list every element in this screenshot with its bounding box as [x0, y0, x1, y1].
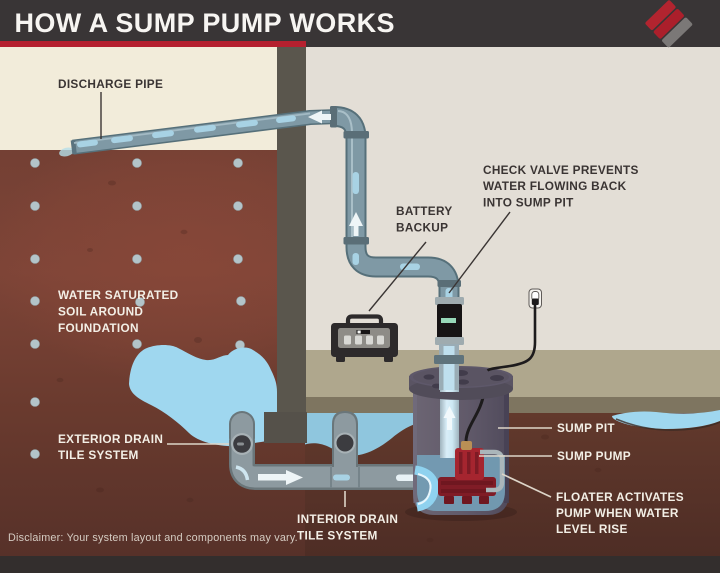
svg-text:SOIL AROUND: SOIL AROUND — [58, 305, 143, 319]
svg-text:CHECK VALVE PREVENTS: CHECK VALVE PREVENTS — [483, 163, 639, 177]
svg-text:TILE SYSTEM: TILE SYSTEM — [58, 448, 139, 462]
svg-text:FOUNDATION: FOUNDATION — [58, 321, 139, 335]
svg-text:SUMP PIT: SUMP PIT — [557, 421, 615, 435]
svg-text:FLOATER ACTIVATES: FLOATER ACTIVATES — [556, 490, 684, 504]
svg-text:WATER FLOWING BACK: WATER FLOWING BACK — [483, 179, 627, 193]
svg-text:INTO SUMP PIT: INTO SUMP PIT — [483, 196, 574, 210]
svg-text:WATER SATURATED: WATER SATURATED — [58, 288, 179, 302]
svg-text:LEVEL RISE: LEVEL RISE — [556, 522, 628, 536]
svg-text:INTERIOR DRAIN: INTERIOR DRAIN — [297, 512, 398, 526]
svg-text:BATTERY: BATTERY — [396, 204, 453, 218]
svg-text:SUMP PUMP: SUMP PUMP — [557, 449, 631, 463]
svg-text:HOW A SUMP PUMP WORKS: HOW A SUMP PUMP WORKS — [15, 8, 395, 38]
svg-text:Disclaimer: Your system layout: Disclaimer: Your system layout and compo… — [8, 532, 298, 544]
svg-text:EXTERIOR DRAIN: EXTERIOR DRAIN — [58, 432, 163, 446]
svg-text:DISCHARGE PIPE: DISCHARGE PIPE — [58, 77, 163, 91]
svg-text:PUMP WHEN WATER: PUMP WHEN WATER — [556, 506, 679, 520]
svg-text:BACKUP: BACKUP — [396, 221, 448, 235]
svg-text:TILE SYSTEM: TILE SYSTEM — [297, 529, 378, 543]
